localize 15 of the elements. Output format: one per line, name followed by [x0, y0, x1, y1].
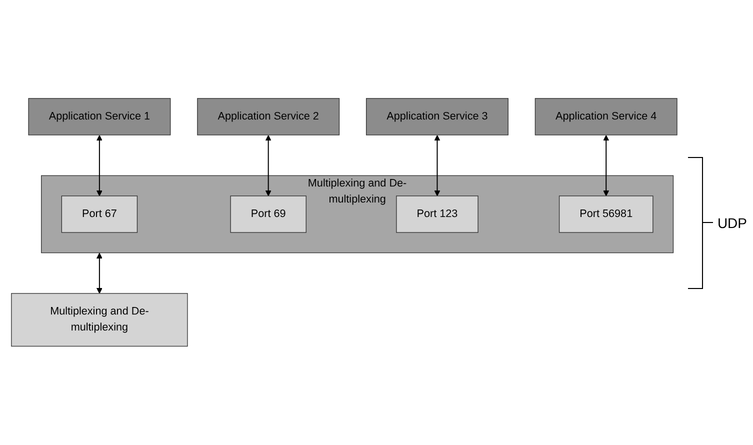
node-box: Port 56981	[558, 196, 654, 233]
arrow	[265, 135, 272, 196]
node-box: Port 67	[61, 196, 138, 233]
node-box: Application Service 2	[197, 98, 340, 136]
arrow	[434, 135, 440, 196]
layer-label: UDP	[717, 214, 747, 230]
node-box: Application Service 3	[366, 98, 508, 136]
arrow	[96, 135, 102, 196]
node-box: Application Service 4	[534, 98, 678, 136]
node-box: Application Service 1	[28, 98, 171, 136]
node-box: Port 69	[230, 196, 306, 233]
node-box: Multiplexing and De-multiplexing	[11, 293, 188, 347]
arrow	[96, 252, 102, 294]
node-box: Port 123	[396, 196, 478, 233]
arrow	[603, 135, 610, 196]
